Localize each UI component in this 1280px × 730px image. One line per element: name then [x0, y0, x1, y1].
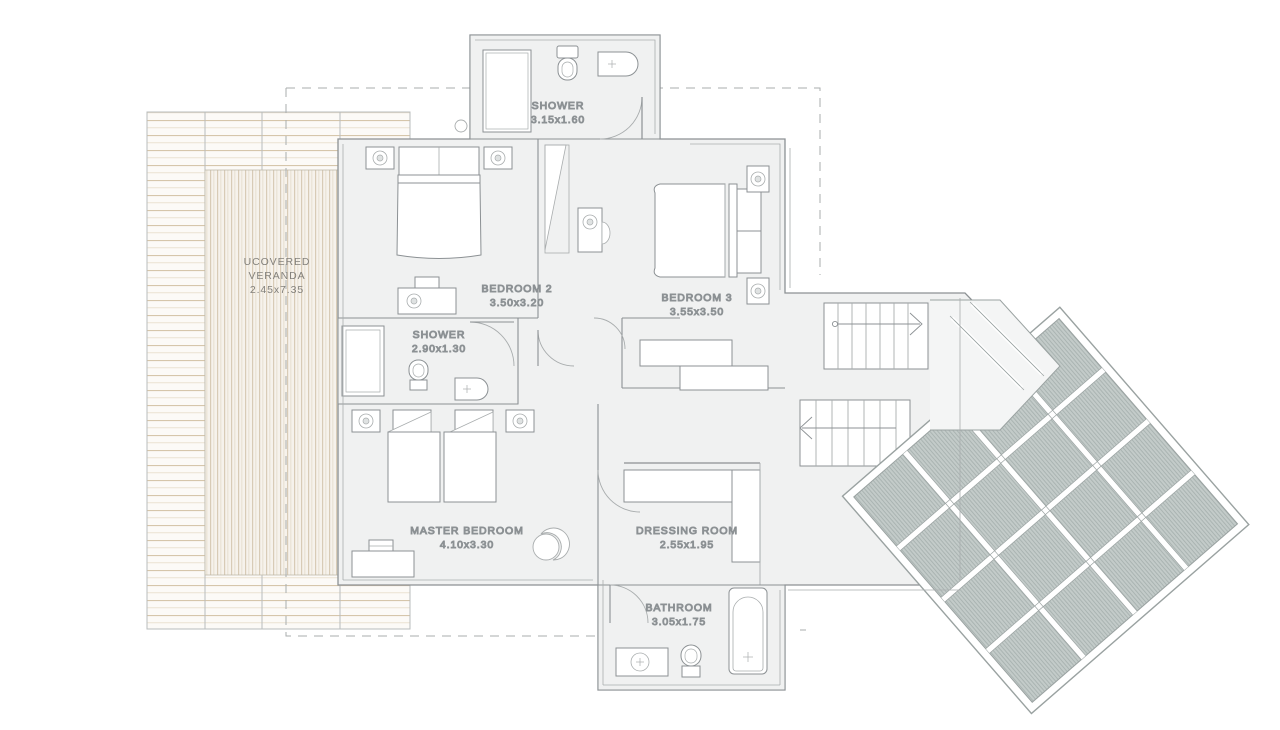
double-bed	[396, 146, 482, 259]
bedroom-2-dimension: 3.50x3.20	[490, 297, 544, 309]
bathtub	[728, 587, 768, 675]
bedroom-2-label: BEDROOM 2	[481, 283, 552, 295]
shower-mid-room: SHOWER 2.90x1.30	[337, 317, 519, 405]
round-chair	[532, 527, 570, 561]
double-bed-rotated	[653, 183, 762, 278]
dresser	[397, 276, 457, 315]
stair-direction-arrow-up	[831, 312, 923, 336]
nightstand-bottom	[746, 277, 770, 305]
stair-flight-upper	[823, 302, 929, 370]
nightstand-left	[365, 146, 395, 170]
wall-column-marker	[454, 119, 468, 133]
bedroom-3-room: BEDROOM 3 3.55x3.50	[653, 143, 781, 319]
veranda-label-line2: VERANDA	[248, 270, 305, 282]
dressing-room-label: DRESSING ROOM	[636, 525, 738, 537]
stair-direction-arrow-down	[799, 416, 896, 440]
nightstand-left	[351, 409, 381, 433]
dressing-room-room: DRESSING ROOM 2.55x1.95	[623, 462, 761, 585]
desk	[351, 539, 415, 578]
shower-mid-label: SHOWER	[413, 329, 466, 341]
wardrobe-side	[731, 469, 761, 563]
sink-icon	[597, 51, 639, 77]
sink-icon	[454, 377, 489, 401]
twin-bed-left	[387, 409, 441, 503]
bedroom-3-label: BEDROOM 3	[661, 292, 732, 304]
bathroom-room: BATHROOM 3.05x1.75	[597, 584, 786, 691]
bathroom-dimension: 3.05x1.75	[652, 616, 706, 628]
wardrobe-top	[623, 469, 733, 503]
bathroom-label: BATHROOM	[645, 602, 712, 614]
shower-mid-dimension: 2.90x1.30	[412, 343, 466, 355]
terrace-landing	[930, 299, 1061, 431]
vanity-sink	[615, 647, 669, 677]
wall-details	[342, 144, 961, 686]
nightstand-top	[746, 165, 770, 193]
dashed-roof-overhang-outline	[285, 87, 821, 637]
toilet-icon	[408, 359, 429, 391]
veranda-label-line1: UCOVERED	[244, 256, 311, 268]
master-bedroom-dimension: 4.10x3.30	[440, 539, 494, 551]
veranda-dimension: 2.45x7.35	[250, 284, 304, 296]
central-hall	[454, 119, 785, 391]
shower-top-label: SHOWER	[532, 100, 585, 112]
nightstand-right	[505, 409, 535, 433]
twin-bed-right	[443, 409, 497, 503]
master-bedroom-label: MASTER BEDROOM	[410, 525, 524, 537]
toilet-icon	[556, 45, 579, 81]
shower-top-room: SHOWER 3.15x1.60	[469, 34, 661, 140]
shower-top-dimension: 3.15x1.60	[531, 114, 585, 126]
bedroom-3-dimension: 3.55x3.50	[670, 306, 724, 318]
master-bedroom-room: MASTER BEDROOM 4.10x3.30	[351, 404, 641, 585]
dressing-room-dimension: 2.55x1.95	[660, 539, 714, 551]
toilet-icon	[680, 644, 702, 678]
nightstand-right	[483, 146, 513, 170]
veranda-decking	[204, 169, 342, 576]
